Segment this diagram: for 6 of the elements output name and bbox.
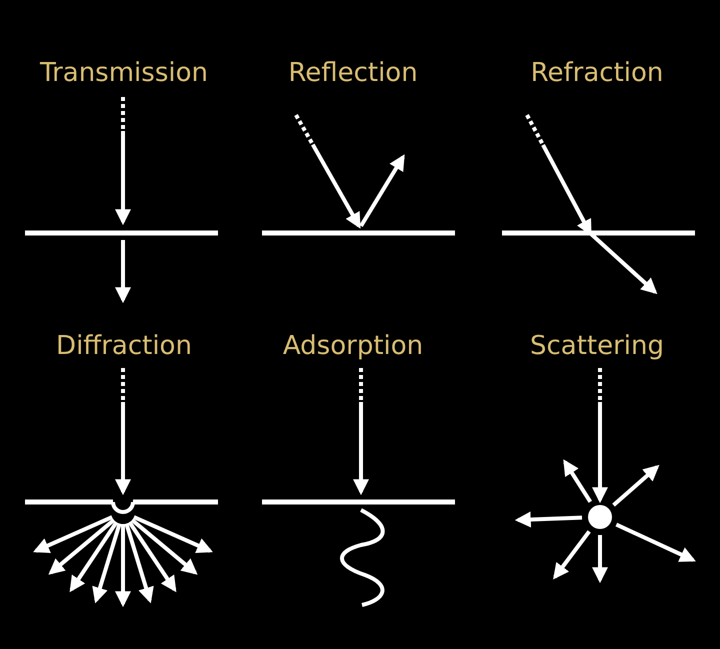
panel-title: Refraction (530, 58, 664, 90)
panel-title: Reflection (288, 58, 418, 90)
panel-title: Diffraction (56, 331, 192, 362)
panel-title: Adsorption (282, 331, 424, 362)
panel-title: Scattering (530, 331, 664, 362)
panel-title: Transmission (40, 58, 208, 90)
